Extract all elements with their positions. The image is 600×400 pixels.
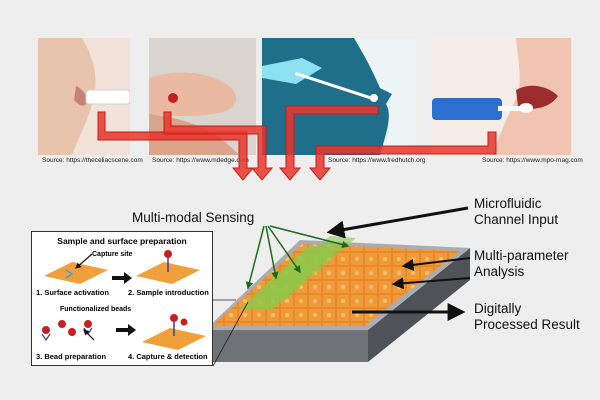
label-multimodal-sensing: Multi-modal Sensing xyxy=(132,210,255,225)
inset-leader xyxy=(212,301,249,367)
source-caption-3: Source: https://www.fredhutch.org xyxy=(328,157,426,164)
sensor-chip xyxy=(113,236,470,362)
step-1-label: 1. Surface activation xyxy=(36,288,109,297)
sensing-pointers xyxy=(245,225,350,290)
step-2-label: 2. Sample introduction xyxy=(128,288,209,297)
pointer-multiparam-2 xyxy=(391,277,471,290)
label-microfluidic-channel: Microfluidic Channel Input xyxy=(474,196,559,227)
pointer-arrows xyxy=(326,206,471,321)
label-digital-result: Digitally Processed Result xyxy=(474,301,580,332)
pointer-channel-input xyxy=(326,206,469,239)
pointer-multiparam-1 xyxy=(401,257,471,271)
photo-saliva-swab xyxy=(432,38,571,155)
inset-title: Sample and surface preparation xyxy=(57,236,187,246)
source-caption-4: Source: https://www.mpo-mag.com xyxy=(482,157,583,164)
inset-sample-preparation: Sample and surface preparation Capture xyxy=(31,231,213,366)
red-arrow-3 xyxy=(278,105,379,181)
step-4-label: 4. Capture & detection xyxy=(128,352,208,361)
source-caption-2: Source: https://www.mdedge.com xyxy=(152,157,249,164)
capture-site-label: Capture site xyxy=(92,251,133,258)
red-arrows xyxy=(97,105,497,181)
photo-breath-test xyxy=(38,38,130,155)
source-caption-1: Source: https://theceliacscene.com xyxy=(42,157,143,164)
label-multiparameter-analysis: Multi-parameter Analysis xyxy=(474,248,569,279)
red-arrow-1 xyxy=(97,111,255,181)
functionalized-beads-label: Functionalized beads xyxy=(60,306,132,313)
step-3-label: 3. Bead preparation xyxy=(36,352,107,361)
red-arrow-2 xyxy=(163,111,274,181)
inset-illustration xyxy=(41,250,206,350)
red-arrow-4 xyxy=(308,131,497,181)
